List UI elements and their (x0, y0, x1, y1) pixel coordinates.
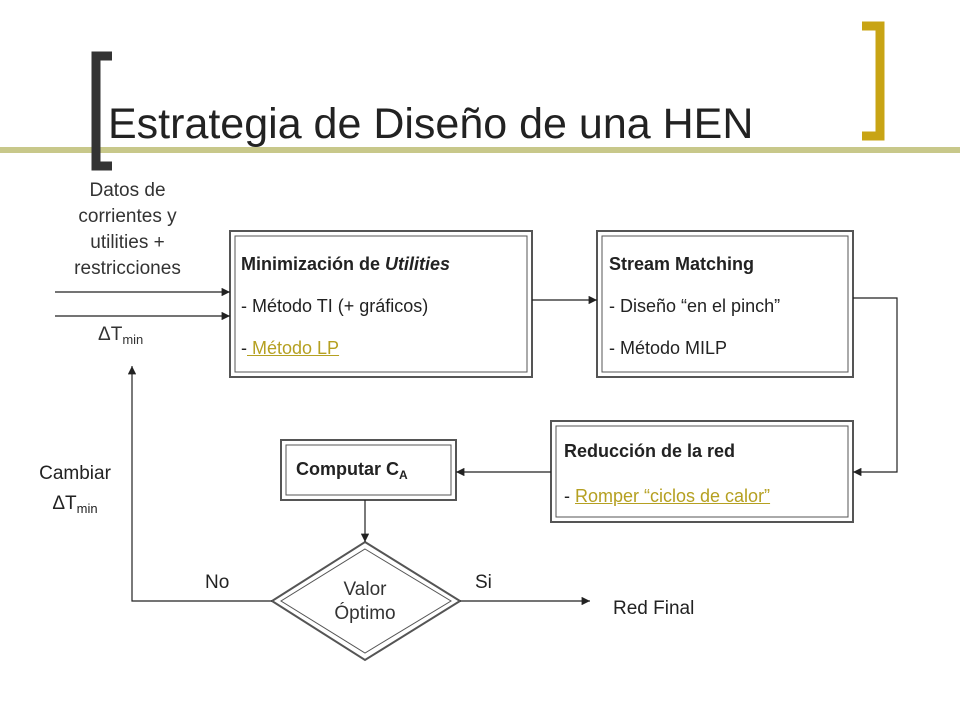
box-computar-inner (285, 444, 452, 496)
arrow-stream-to-reduccion (853, 297, 898, 477)
box-minimizacion-title: Minimización de Utilities (241, 254, 450, 274)
cambiar-line: Cambiar (39, 463, 111, 484)
cambiar-subscript: min (76, 501, 98, 516)
dash: - (241, 338, 247, 358)
datos-line: corrientes y (78, 206, 177, 227)
connectors (55, 287, 898, 606)
delta-t-symbol: ΔT (98, 324, 123, 345)
left-bracket (91, 51, 112, 171)
box-minimizacion-inner (234, 235, 528, 373)
box-stream-inner (601, 235, 849, 373)
title-italic: Utilities (385, 254, 451, 274)
box-stream-title: Stream Matching (609, 254, 755, 274)
box-computar-outer (280, 439, 457, 501)
metodo-lp-line: - Método LP (241, 338, 339, 358)
computar-text: Computar C (296, 459, 399, 479)
datos-line: restricciones (74, 258, 181, 279)
decision-diamond-inner (280, 548, 452, 654)
right-bracket (862, 21, 885, 141)
metodo-ti-line: - Método TI (+ gráficos) (241, 296, 429, 316)
title-prefix: Minimización de (241, 254, 386, 274)
metodo-milp-line: - Método MILP (609, 338, 728, 358)
si-label: Si (475, 572, 492, 593)
red-final-label: Red Final (613, 598, 695, 619)
cambiar-dt-line: ΔTmin (30, 489, 120, 524)
datos-line: utilities + (90, 232, 165, 253)
box-reduccion-title: Reducción de la red (564, 441, 736, 461)
dash: - (564, 486, 575, 506)
metodo-lp-link[interactable]: Método LP (247, 338, 340, 358)
valor-optimo-label: Valor Óptimo (315, 578, 415, 626)
computar-ca-label: Computar CA (296, 459, 408, 482)
decision-diamond-outer (270, 540, 462, 662)
arrow-decision-to-dt (127, 366, 272, 602)
box-reduccion-inner (555, 425, 849, 518)
romper-ciclos-link[interactable]: Romper “ciclos de calor” (575, 486, 771, 506)
optimo-line: Óptimo (334, 603, 396, 624)
romper-ciclos-line: - Romper “ciclos de calor” (564, 486, 770, 506)
no-label: No (205, 572, 230, 593)
box-minimizacion-outer (229, 230, 533, 378)
diseno-pinch-line: - Diseño “en el pinch” (609, 296, 781, 316)
delta-t-subscript: min (122, 332, 144, 347)
cambiar-dt-label: Cambiar ΔTmin (30, 459, 120, 524)
page-title: Estrategia de Diseño de una HEN (108, 100, 754, 148)
box-stream-text: Stream Matching - Diseño “en el pinch” -… (609, 254, 849, 364)
delta-t-min-label: ΔTmin (98, 324, 143, 347)
box-minimizacion-text: Minimización de Utilities - Método TI (+… (241, 254, 526, 364)
boxes (229, 230, 854, 662)
computar-subscript: A (399, 468, 408, 482)
valor-line: Valor (343, 579, 387, 600)
datos-line: Datos de (89, 180, 166, 201)
title-decoration (0, 21, 960, 171)
cambiar-delta: ΔT (52, 493, 77, 514)
box-stream-outer (596, 230, 854, 378)
box-reduccion-text: Reducción de la red - Romper “ciclos de … (564, 441, 849, 511)
datos-corrientes-label: Datos de corrientes y utilities + restri… (55, 178, 200, 282)
